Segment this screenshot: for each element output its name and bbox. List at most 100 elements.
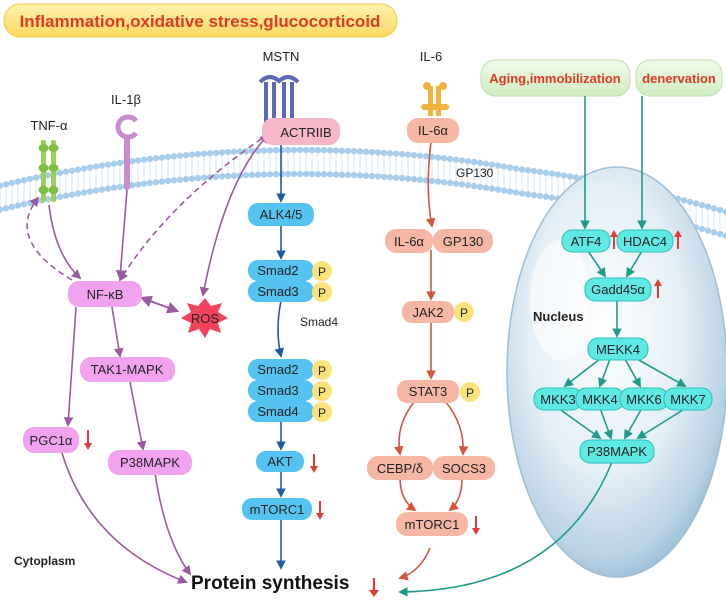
tnf-label: TNF-α (30, 118, 68, 133)
complex-smad2-p: P (318, 364, 326, 378)
arrow-smad-complex (274, 300, 284, 358)
protein-synthesis-label: Protein synthesis (191, 573, 349, 594)
arrow-nfkb-tnf-dashed (26, 196, 73, 281)
arrow-hdac4-gadd45a (626, 250, 643, 278)
arrow-nfkb-ros (139, 295, 180, 314)
il1b-receptor-icon (115, 114, 138, 190)
gadd45a-node (584, 277, 652, 302)
arrow-mekk4-mkk3 (563, 358, 601, 388)
mtorc1-il6-down-arrow-icon (472, 516, 480, 535)
akt-down-arrow-icon (310, 454, 318, 473)
cytoplasm-label: Cytoplasm (14, 554, 75, 568)
p38-nucleus-node (579, 439, 655, 464)
mtorc1-il6-label: mTORC1 (405, 517, 460, 532)
stat3-p-label: P (466, 386, 474, 400)
gp130-input-label: GP130 (456, 166, 494, 180)
arrow-cebp-mtorc1 (399, 477, 417, 512)
mekk4-label: MEKK4 (596, 342, 640, 357)
stimulus-aging-box (480, 59, 631, 97)
alk-node (248, 203, 314, 226)
tak1-node (80, 357, 175, 382)
nfkb-label: NF-κB (87, 287, 124, 302)
jak2-p (454, 302, 474, 322)
akt-node (256, 451, 304, 472)
tak1-label: TAK1-MAPK (91, 362, 164, 377)
smad2-p-label: P (318, 265, 326, 279)
nucleus-label: Nucleus (533, 309, 584, 324)
arrow-ros-actriib (199, 133, 270, 297)
stimulus-aging-label: Aging,immobilization (489, 71, 620, 86)
ros-label: ROS (191, 311, 220, 326)
hdac4-up-arrow-icon (674, 230, 682, 249)
il6a-label: IL-6α (418, 123, 448, 138)
complex-smad4-label: Smad4 (257, 404, 298, 419)
complex-smad2-label: Smad2 (257, 362, 298, 377)
gp130-node (433, 229, 493, 253)
arrow-pgc1a-protein (61, 452, 188, 584)
arrow-mkk6-p38 (624, 407, 643, 440)
il6-label: IL-6 (420, 49, 442, 64)
hdac4-label: HDAC4 (623, 234, 667, 249)
cebp-label: CEBP/δ (377, 461, 423, 476)
stat3-node (397, 380, 459, 403)
nfkb-node (68, 281, 142, 307)
il6-receptor-icon (421, 82, 449, 116)
arrow-p38-protein (154, 472, 192, 576)
socs3-label: SOCS3 (442, 461, 486, 476)
arrow-il6a-complex (425, 141, 436, 228)
socs3-node (433, 456, 495, 480)
atf4-up-arrow-icon (610, 230, 618, 249)
arrow-mekk4-mkk7 (636, 358, 687, 387)
nucleus-shine (530, 240, 590, 360)
arrow-mkk3-p38 (557, 407, 602, 440)
arrow-mekk4-mkk4 (598, 358, 611, 388)
mekk4-node (587, 337, 649, 361)
il1b-label: IL-1β (111, 92, 141, 107)
arrow-mkk7-p38 (636, 407, 687, 440)
ros-node (181, 298, 228, 338)
pgc1a-node (23, 427, 79, 453)
cebp-node (367, 456, 433, 480)
smad3-p-label: P (318, 286, 326, 300)
complex-smad4-p: P (318, 406, 326, 420)
akt-label: AKT (267, 454, 292, 469)
p38-left-node (108, 450, 192, 475)
alk-label: ALK4/5 (260, 207, 303, 222)
complex-smad3-p: P (318, 385, 326, 399)
gp130-label: GP130 (443, 234, 483, 249)
arrow-atf4-gadd45a (587, 250, 607, 278)
nucleus (506, 166, 726, 578)
mtorc1-mstn-down-arrow-icon (316, 501, 324, 520)
stat3-p (460, 382, 480, 402)
gadd45a-up-arrow-icon (654, 279, 662, 298)
arrow-nfkb-tak1 (111, 306, 124, 358)
jak2-p-label: P (460, 306, 468, 320)
stat3-label: STAT3 (409, 384, 448, 399)
p38-left-label: P38MAPK (120, 455, 180, 470)
il6a-node (407, 118, 459, 143)
arrow-mkk4-p38 (599, 407, 613, 440)
actriib-label: ACTRIIB (280, 125, 331, 140)
smad4-input-label: Smad4 (300, 315, 338, 329)
atf4-label: ATF4 (571, 234, 602, 249)
actriib-node (262, 118, 340, 145)
p38-nucleus-label: P38MAPK (587, 444, 647, 459)
mstn-receptor-icon (258, 75, 300, 132)
arrow-actriib-nfkb-dashed (118, 132, 271, 282)
arrow-mtorc1-protein-red (398, 547, 431, 581)
smad3-label: Smad3 (257, 284, 298, 299)
jak2-node (402, 301, 454, 323)
stimulus-denervation-box (635, 59, 723, 97)
gadd45a-label: Gadd45α (591, 282, 645, 297)
mstn-label: MSTN (263, 49, 300, 64)
atf4-node (561, 229, 611, 253)
arrow-socs3-mtorc1 (448, 477, 463, 512)
pgc1a-label: PGC1α (30, 433, 73, 448)
il6a-complex-node (385, 229, 433, 253)
mkk7-label: MKK7 (670, 392, 705, 407)
arrow-mekk4-mkk6 (624, 358, 641, 388)
mkk6-label: MKK6 (626, 392, 661, 407)
arrow-nfkb-pgc1a (63, 306, 77, 427)
smad2-label: Smad2 (257, 263, 298, 278)
